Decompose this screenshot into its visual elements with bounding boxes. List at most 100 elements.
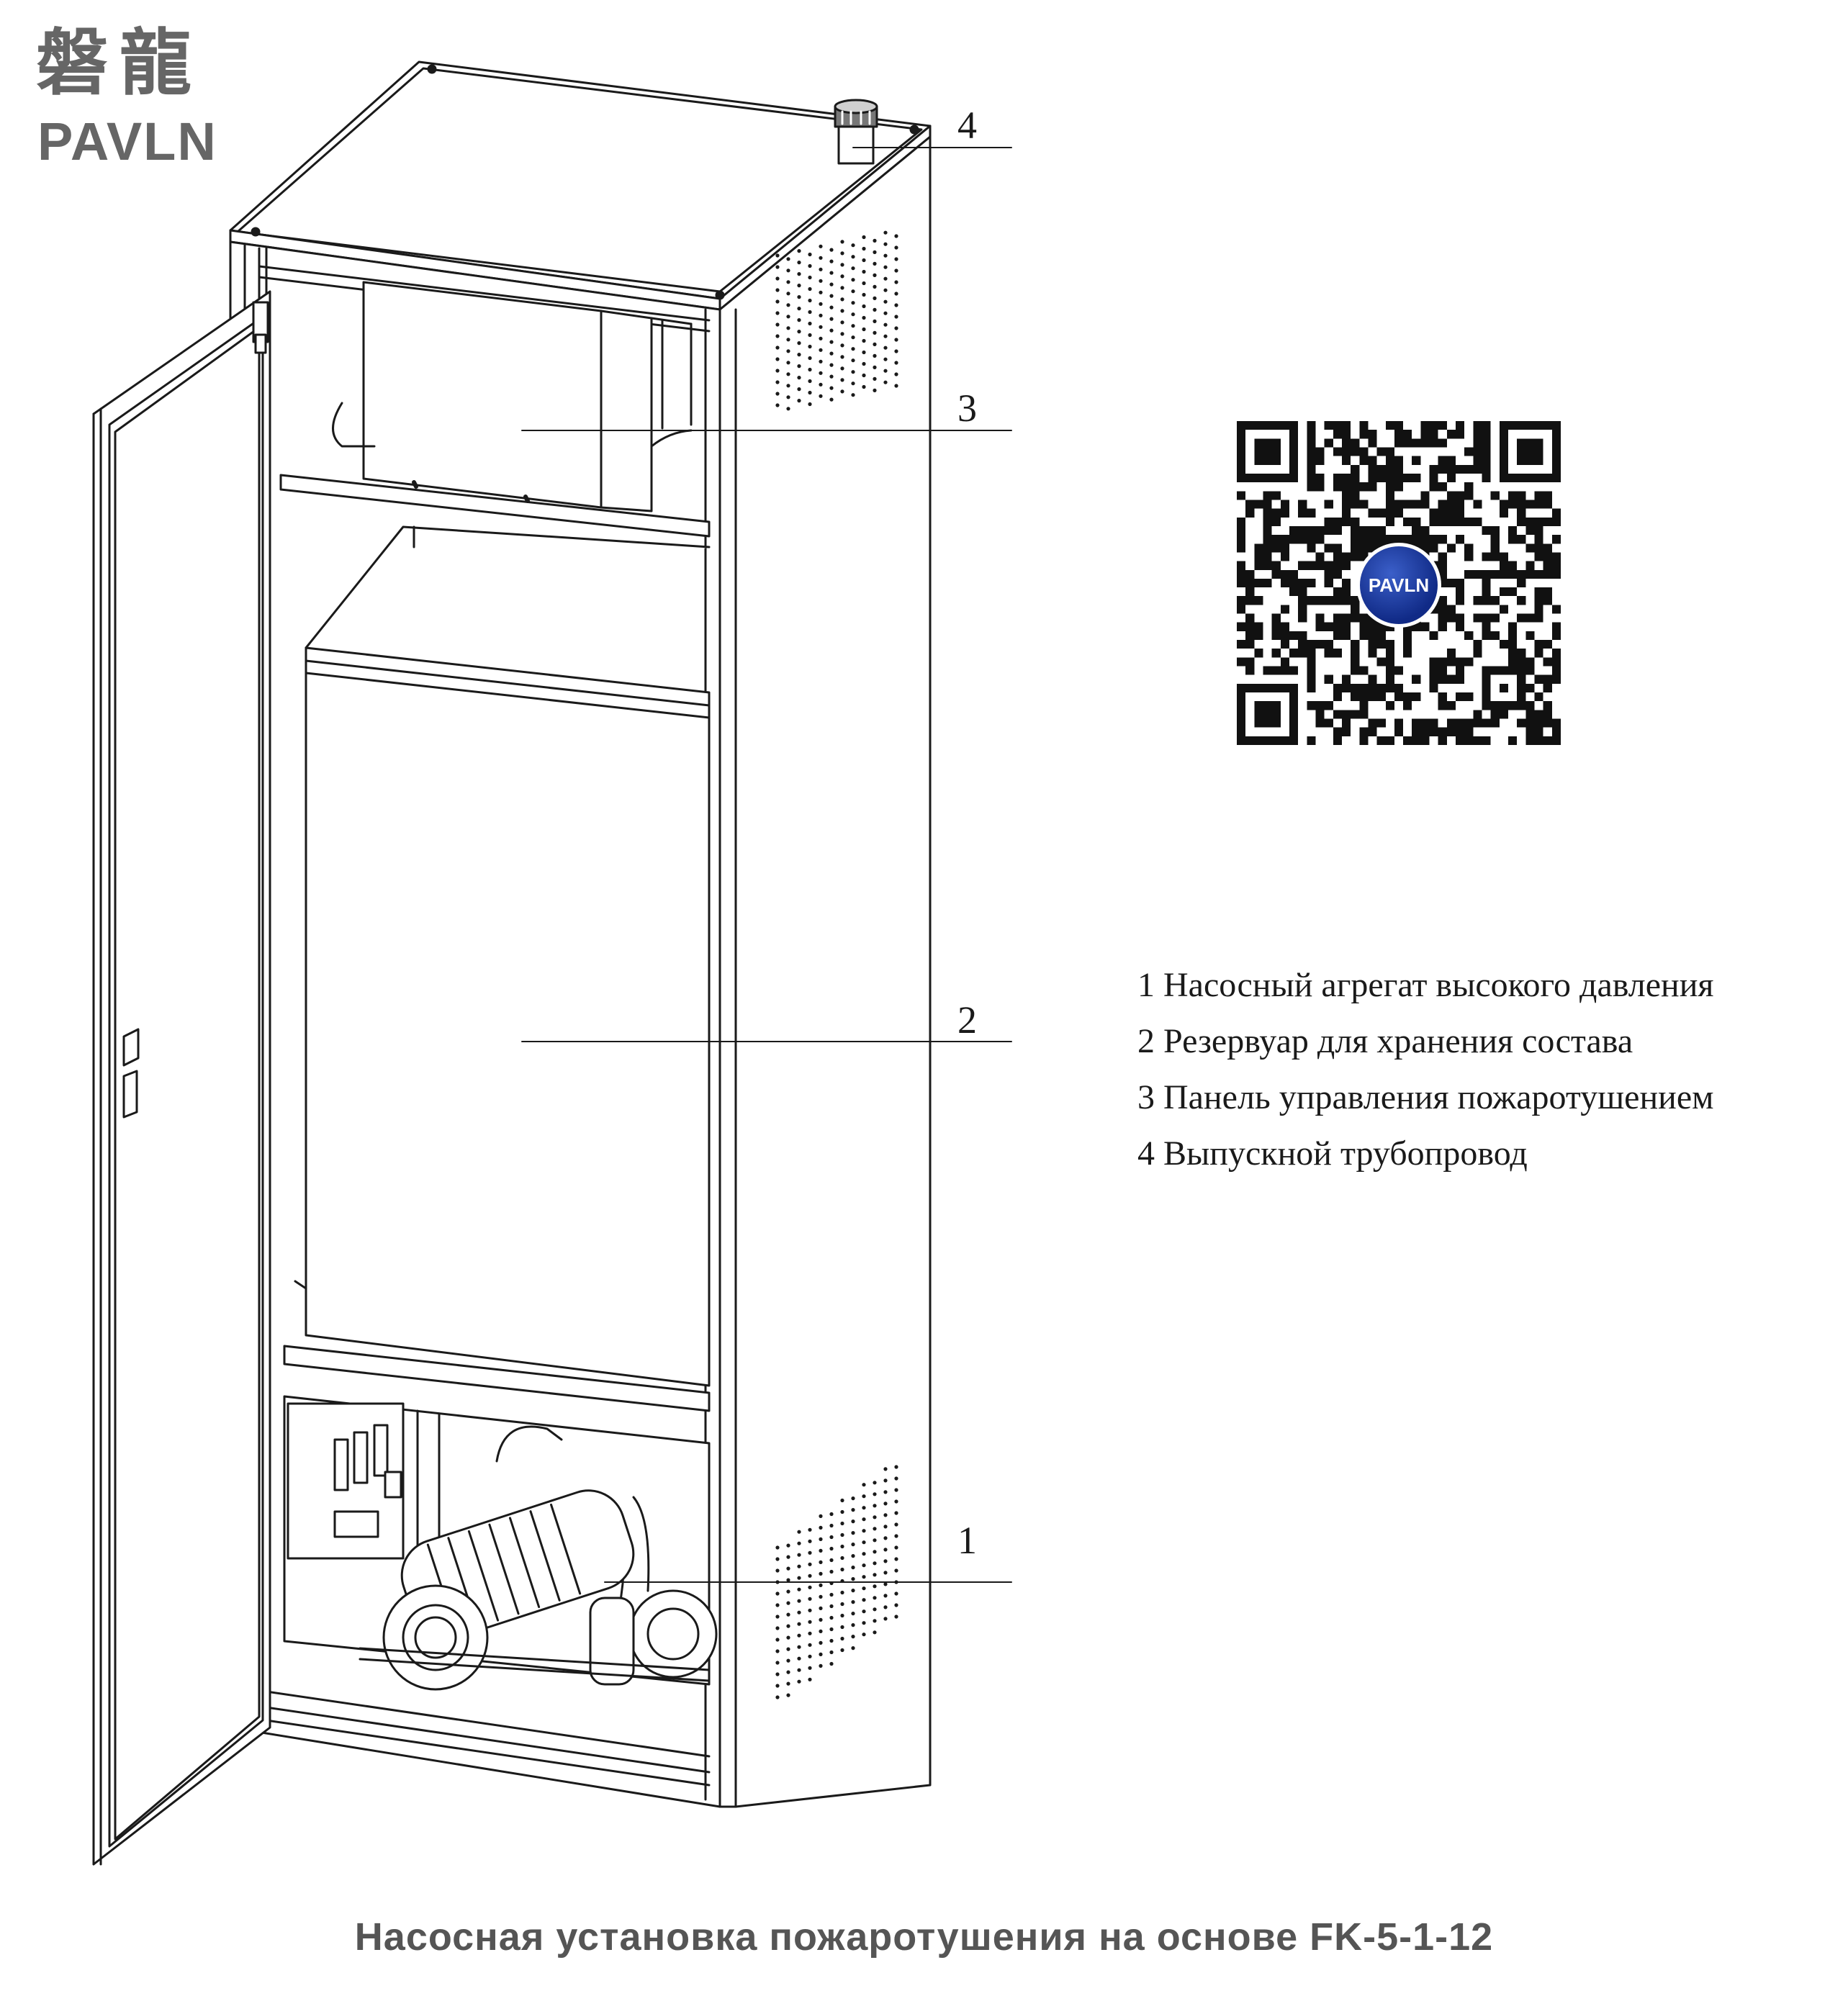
vent-hole [873,1515,877,1519]
qr-module [1464,543,1474,553]
qr-module [1490,535,1500,544]
qr-module [1438,674,1447,684]
vent-hole [819,1560,823,1564]
vent-hole [775,288,780,292]
vent-hole [786,372,790,376]
vent-hole [829,1558,834,1563]
qr-module [1456,692,1465,702]
qr-module [1490,491,1500,500]
qr-module [1298,640,1307,649]
vent-hole [797,1599,801,1603]
qr-module [1289,587,1299,597]
vent-hole [851,358,855,363]
vent-hole [840,343,844,348]
vent-hole [829,317,834,321]
vent-hole [829,1661,834,1666]
vent-hole [775,1649,780,1653]
qr-module [1341,710,1351,719]
vent-hole [862,304,866,309]
qr-module [1298,525,1307,536]
qr-module [1307,535,1316,544]
qr-module [1351,596,1360,605]
qr-module [1359,421,1369,430]
qr-module [1280,622,1289,631]
vent-hole [819,1640,823,1645]
vent-hole [819,1617,823,1622]
vent-hole [894,1568,898,1573]
qr-module [1534,674,1543,684]
qr-module [1341,727,1351,736]
qr-module [1438,438,1447,448]
vent-hole [829,386,834,390]
qr-module [1499,508,1509,518]
qr-module [1394,508,1404,518]
vent-hole [840,309,844,313]
vent-hole [775,369,780,373]
vent-hole [840,240,844,244]
qr-module [1351,640,1360,649]
qr-module [1280,631,1289,641]
qr-module [1315,710,1325,719]
vent-hole [829,259,834,263]
vent-hole [883,346,888,350]
qr-module [1289,666,1299,675]
qr-module [1385,666,1394,675]
qr-module [1324,701,1333,710]
vent-hole [775,1557,780,1561]
qr-module [1280,500,1289,509]
qr-module [1368,508,1377,518]
qr-module [1324,649,1333,658]
qr-module [1368,640,1377,649]
vent-hole [829,282,834,286]
qr-module [1385,500,1394,509]
vent-hole [851,1496,855,1501]
qr-module [1307,464,1316,474]
qr-module [1464,736,1474,745]
vent-hole [797,1679,801,1684]
qr-module [1446,649,1456,658]
vent-hole [808,356,812,361]
callout-number-1: 1 [957,1519,977,1562]
vent-hole [775,1661,780,1665]
qr-module [1438,596,1447,605]
qr-module [1271,491,1281,500]
vent-hole [873,1596,877,1600]
qr-module [1551,622,1561,631]
qr-module [1534,535,1543,544]
qr-module [1237,578,1246,588]
qr-module [1420,622,1430,631]
qr-module [1482,587,1491,597]
qr-module [1385,482,1394,492]
vent-hole [775,1591,780,1596]
qr-module [1429,430,1438,439]
qr-module [1254,543,1263,553]
callout-number-2: 2 [957,998,977,1042]
vent-hole [851,370,855,374]
qr-module [1263,525,1272,536]
vent-hole [883,1490,888,1494]
qr-module [1237,525,1246,536]
vent-hole [862,246,866,251]
vent-hole [829,1638,834,1643]
qr-module [1499,587,1509,597]
qr-module [1456,430,1465,439]
qr-module [1315,456,1325,465]
qr-module [1394,430,1404,439]
pump-assembly [283,1395,718,1691]
qr-module [1525,500,1535,509]
qr-module [1333,692,1342,702]
qr-module [1368,482,1377,492]
vent-hole [862,1529,866,1533]
qr-module [1351,543,1360,553]
qr-module [1351,447,1360,456]
qr-module [1429,464,1438,474]
vent-hole [873,1573,877,1577]
qr-module [1508,561,1518,570]
qr-module [1525,718,1535,728]
qr-module [1245,640,1255,649]
qr-module [1271,631,1281,641]
vent-hole [775,1672,780,1676]
vent-hole [862,338,866,343]
vent-hole [862,350,866,355]
qr-module [1333,561,1342,570]
